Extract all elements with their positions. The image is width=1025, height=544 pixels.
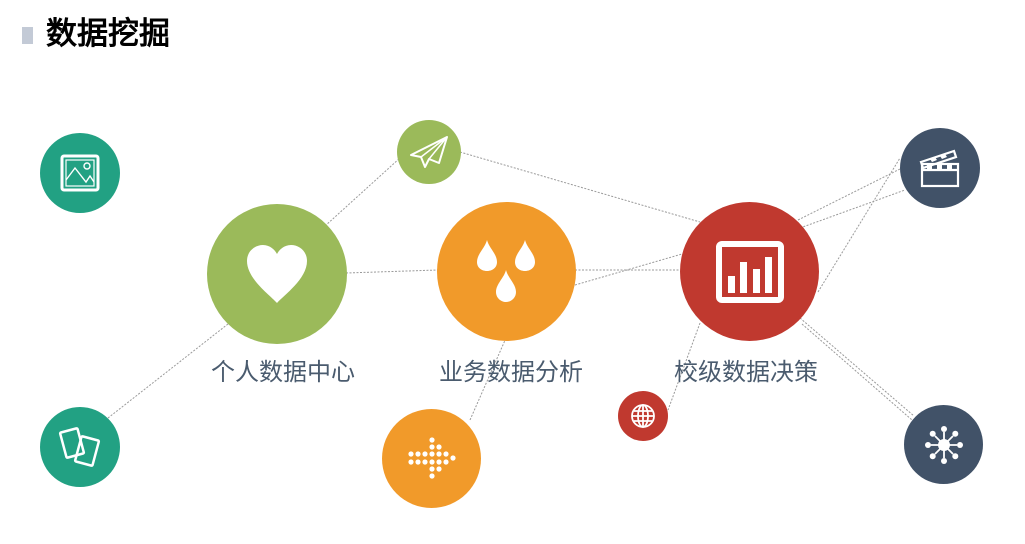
network-hub-icon xyxy=(924,425,964,465)
water-drops-icon xyxy=(475,239,539,304)
connector-line xyxy=(345,269,439,274)
clapperboard-icon xyxy=(918,148,962,188)
connector-line xyxy=(667,322,701,411)
business-analysis-node[interactable] xyxy=(437,202,576,341)
connector-line xyxy=(324,157,401,227)
connector-line xyxy=(799,189,906,229)
paper-plane-node[interactable] xyxy=(397,120,461,184)
personal-data-center-node[interactable] xyxy=(207,204,347,344)
connector-line xyxy=(801,323,913,421)
page-title: 数据挖掘 xyxy=(46,16,170,52)
connector-line xyxy=(817,157,901,293)
dotted-arrow-icon xyxy=(406,436,458,481)
paper-plane-icon xyxy=(409,135,449,169)
connector-line xyxy=(459,151,701,223)
dotted-arrow-node[interactable] xyxy=(382,409,481,508)
cards-node[interactable] xyxy=(40,407,120,487)
connector-line xyxy=(574,253,683,286)
connector-line xyxy=(107,323,229,419)
business-analysis-label: 业务数据分析 xyxy=(439,358,583,386)
picture-icon xyxy=(60,154,100,192)
personal-data-center-label: 个人数据中心 xyxy=(211,358,355,386)
bar-chart-icon xyxy=(715,240,784,303)
school-decision-node[interactable] xyxy=(680,202,819,341)
cards-icon xyxy=(57,426,103,468)
network-hub-node[interactable] xyxy=(904,405,983,484)
clapperboard-node[interactable] xyxy=(900,128,980,208)
globe-node[interactable] xyxy=(618,391,668,441)
picture-node[interactable] xyxy=(40,133,120,213)
connector-line xyxy=(799,317,915,417)
school-decision-label: 校级数据决策 xyxy=(674,358,818,386)
connector-line xyxy=(797,167,903,221)
globe-icon xyxy=(630,403,656,429)
connector-line xyxy=(469,337,507,421)
title-accent-bar xyxy=(22,27,33,44)
heart-icon xyxy=(244,243,310,305)
